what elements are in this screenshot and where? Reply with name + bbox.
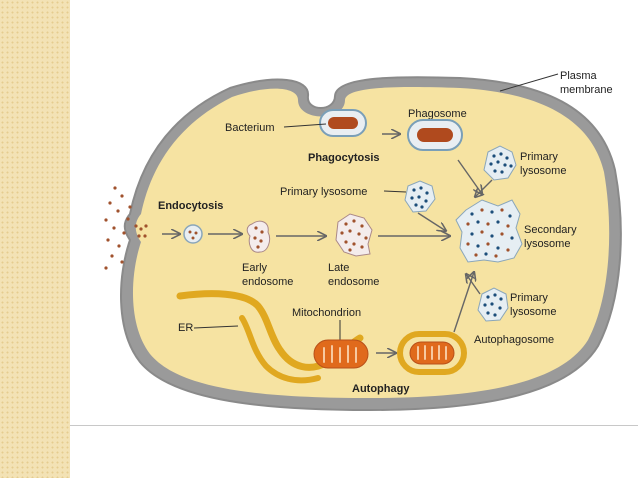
- early-endosome-label: Early: [242, 262, 268, 274]
- secondary-lysosome-dots: [466, 208, 514, 258]
- phagocytosis-label: Phagocytosis: [308, 152, 380, 164]
- late-endosome-label-2: endosome: [328, 276, 379, 288]
- primary-lysosome-top-label-2: lysosome: [520, 165, 566, 177]
- early-endosome: [246, 220, 271, 253]
- endocytosis-label: Endocytosis: [158, 200, 223, 212]
- plasma-membrane-label: Plasma: [560, 70, 598, 82]
- lysosome-pathways-diagram: Plasma membrane Bacterium Phagocytosis P…: [70, 0, 638, 425]
- primary-lysosome-top-label: Primary: [520, 151, 558, 163]
- endoplasmic-reticulum-inner: [239, 315, 321, 384]
- autophagosome-label: Autophagosome: [474, 334, 554, 346]
- mitochondrion-cristae: [323, 345, 357, 363]
- primary-lysosome-top-dots: [489, 152, 513, 174]
- mitochondrion-label: Mitochondrion: [292, 307, 361, 319]
- primary-lysosome-low-label: Primary: [510, 292, 548, 304]
- decorative-side-strip: [0, 0, 70, 478]
- er-label: ER: [178, 322, 193, 334]
- secondary-lysosome-label-2: lysosome: [524, 238, 570, 250]
- secondary-lysosome-label: Secondary: [524, 224, 577, 236]
- early-endosome-dots: [253, 226, 264, 249]
- plasma-membrane-leader: [499, 73, 559, 92]
- primary-lysosome-mid-dots: [410, 186, 429, 209]
- endocytic-vesicle-dots: [188, 230, 198, 240]
- bacterium-leader: [283, 123, 327, 128]
- engulfing-vesicle: [319, 109, 367, 137]
- phagosome-label: Phagosome: [408, 108, 467, 120]
- primary-lysosome-mid-label: Primary lysosome: [280, 186, 367, 198]
- primary-lysosome-low-dots: [483, 293, 503, 317]
- primary-lysosome-top: [483, 145, 517, 181]
- bottom-divider: [70, 425, 638, 426]
- plasma-membrane-label-2: membrane: [560, 84, 613, 96]
- autophagosome-cristae: [417, 345, 447, 360]
- bacterium-label: Bacterium: [225, 122, 275, 134]
- primary-lysosome-mid-leader: [383, 190, 407, 193]
- arrow-primary-top-to-secondary: [475, 179, 493, 197]
- early-endosome-label-2: endosome: [242, 276, 293, 288]
- autophagy-label: Autophagy: [352, 383, 410, 395]
- late-endosome-label: Late: [328, 262, 349, 274]
- phagosome: [407, 119, 463, 151]
- er-leader: [193, 325, 239, 329]
- late-endosome-dots: [340, 219, 368, 252]
- arrow-primary-mid-to-secondary: [417, 212, 446, 231]
- arrow-autophagosome-to-secondary: [453, 272, 474, 333]
- endocytic-vesicle: [183, 224, 203, 244]
- extracellular-particles: [104, 186, 148, 270]
- primary-lysosome-low-label-2: lysosome: [510, 306, 556, 318]
